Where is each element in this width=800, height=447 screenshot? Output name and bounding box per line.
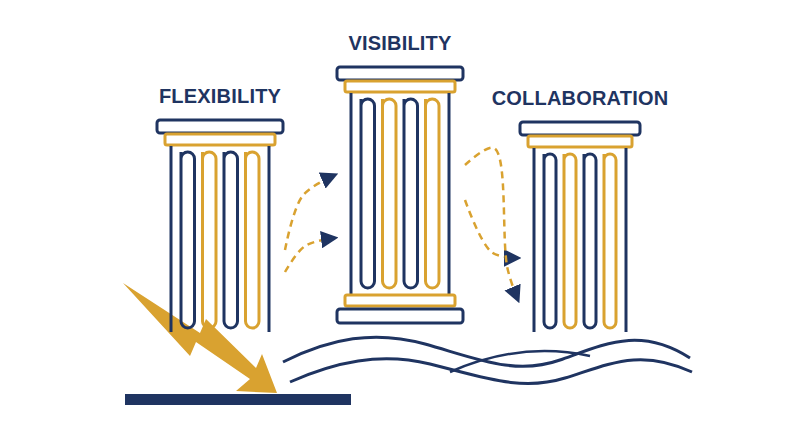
flute (224, 152, 238, 328)
dashed-arrow (285, 238, 335, 272)
flute (604, 154, 616, 328)
ground-bar (125, 394, 351, 405)
shaft-edge (170, 146, 173, 332)
flute (584, 154, 596, 328)
pillar-heading: VISIBILITY (348, 32, 451, 55)
base-slab (337, 309, 463, 323)
wave (283, 337, 690, 366)
pillar: VISIBILITY (335, 65, 465, 326)
wave (290, 359, 692, 384)
shaft-edge (268, 146, 271, 332)
dashed-arrow (465, 200, 518, 258)
flute (426, 99, 440, 288)
flute (246, 152, 260, 328)
dashed-arrow (465, 148, 518, 300)
pillar-outline (518, 120, 642, 332)
capital-band (528, 136, 632, 147)
flute (361, 99, 375, 288)
shaft-edge (448, 93, 451, 294)
pillar-outline (335, 65, 465, 326)
base-band (345, 295, 455, 306)
lightning-bolt (123, 283, 277, 393)
pillar-outline (155, 118, 285, 332)
capital-slab (157, 120, 283, 133)
flute (203, 152, 217, 328)
flute (544, 154, 556, 328)
pillar: FLEXIBILITY (155, 118, 285, 332)
flute (383, 99, 397, 288)
pillar-heading: FLEXIBILITY (159, 85, 281, 108)
capital-band (165, 134, 275, 145)
dashed-arrow (285, 175, 335, 250)
capital-slab (337, 67, 463, 80)
shaft-edge (533, 148, 536, 332)
capital-slab (520, 122, 640, 135)
flute (181, 152, 195, 328)
flute (404, 99, 418, 288)
shaft-edge (625, 148, 628, 332)
capital-band (345, 81, 455, 92)
flute (564, 154, 576, 328)
pillar: COLLABORATION (518, 120, 642, 332)
pillar-heading: COLLABORATION (492, 87, 669, 110)
shaft-edge (350, 93, 353, 294)
wave (450, 351, 590, 372)
